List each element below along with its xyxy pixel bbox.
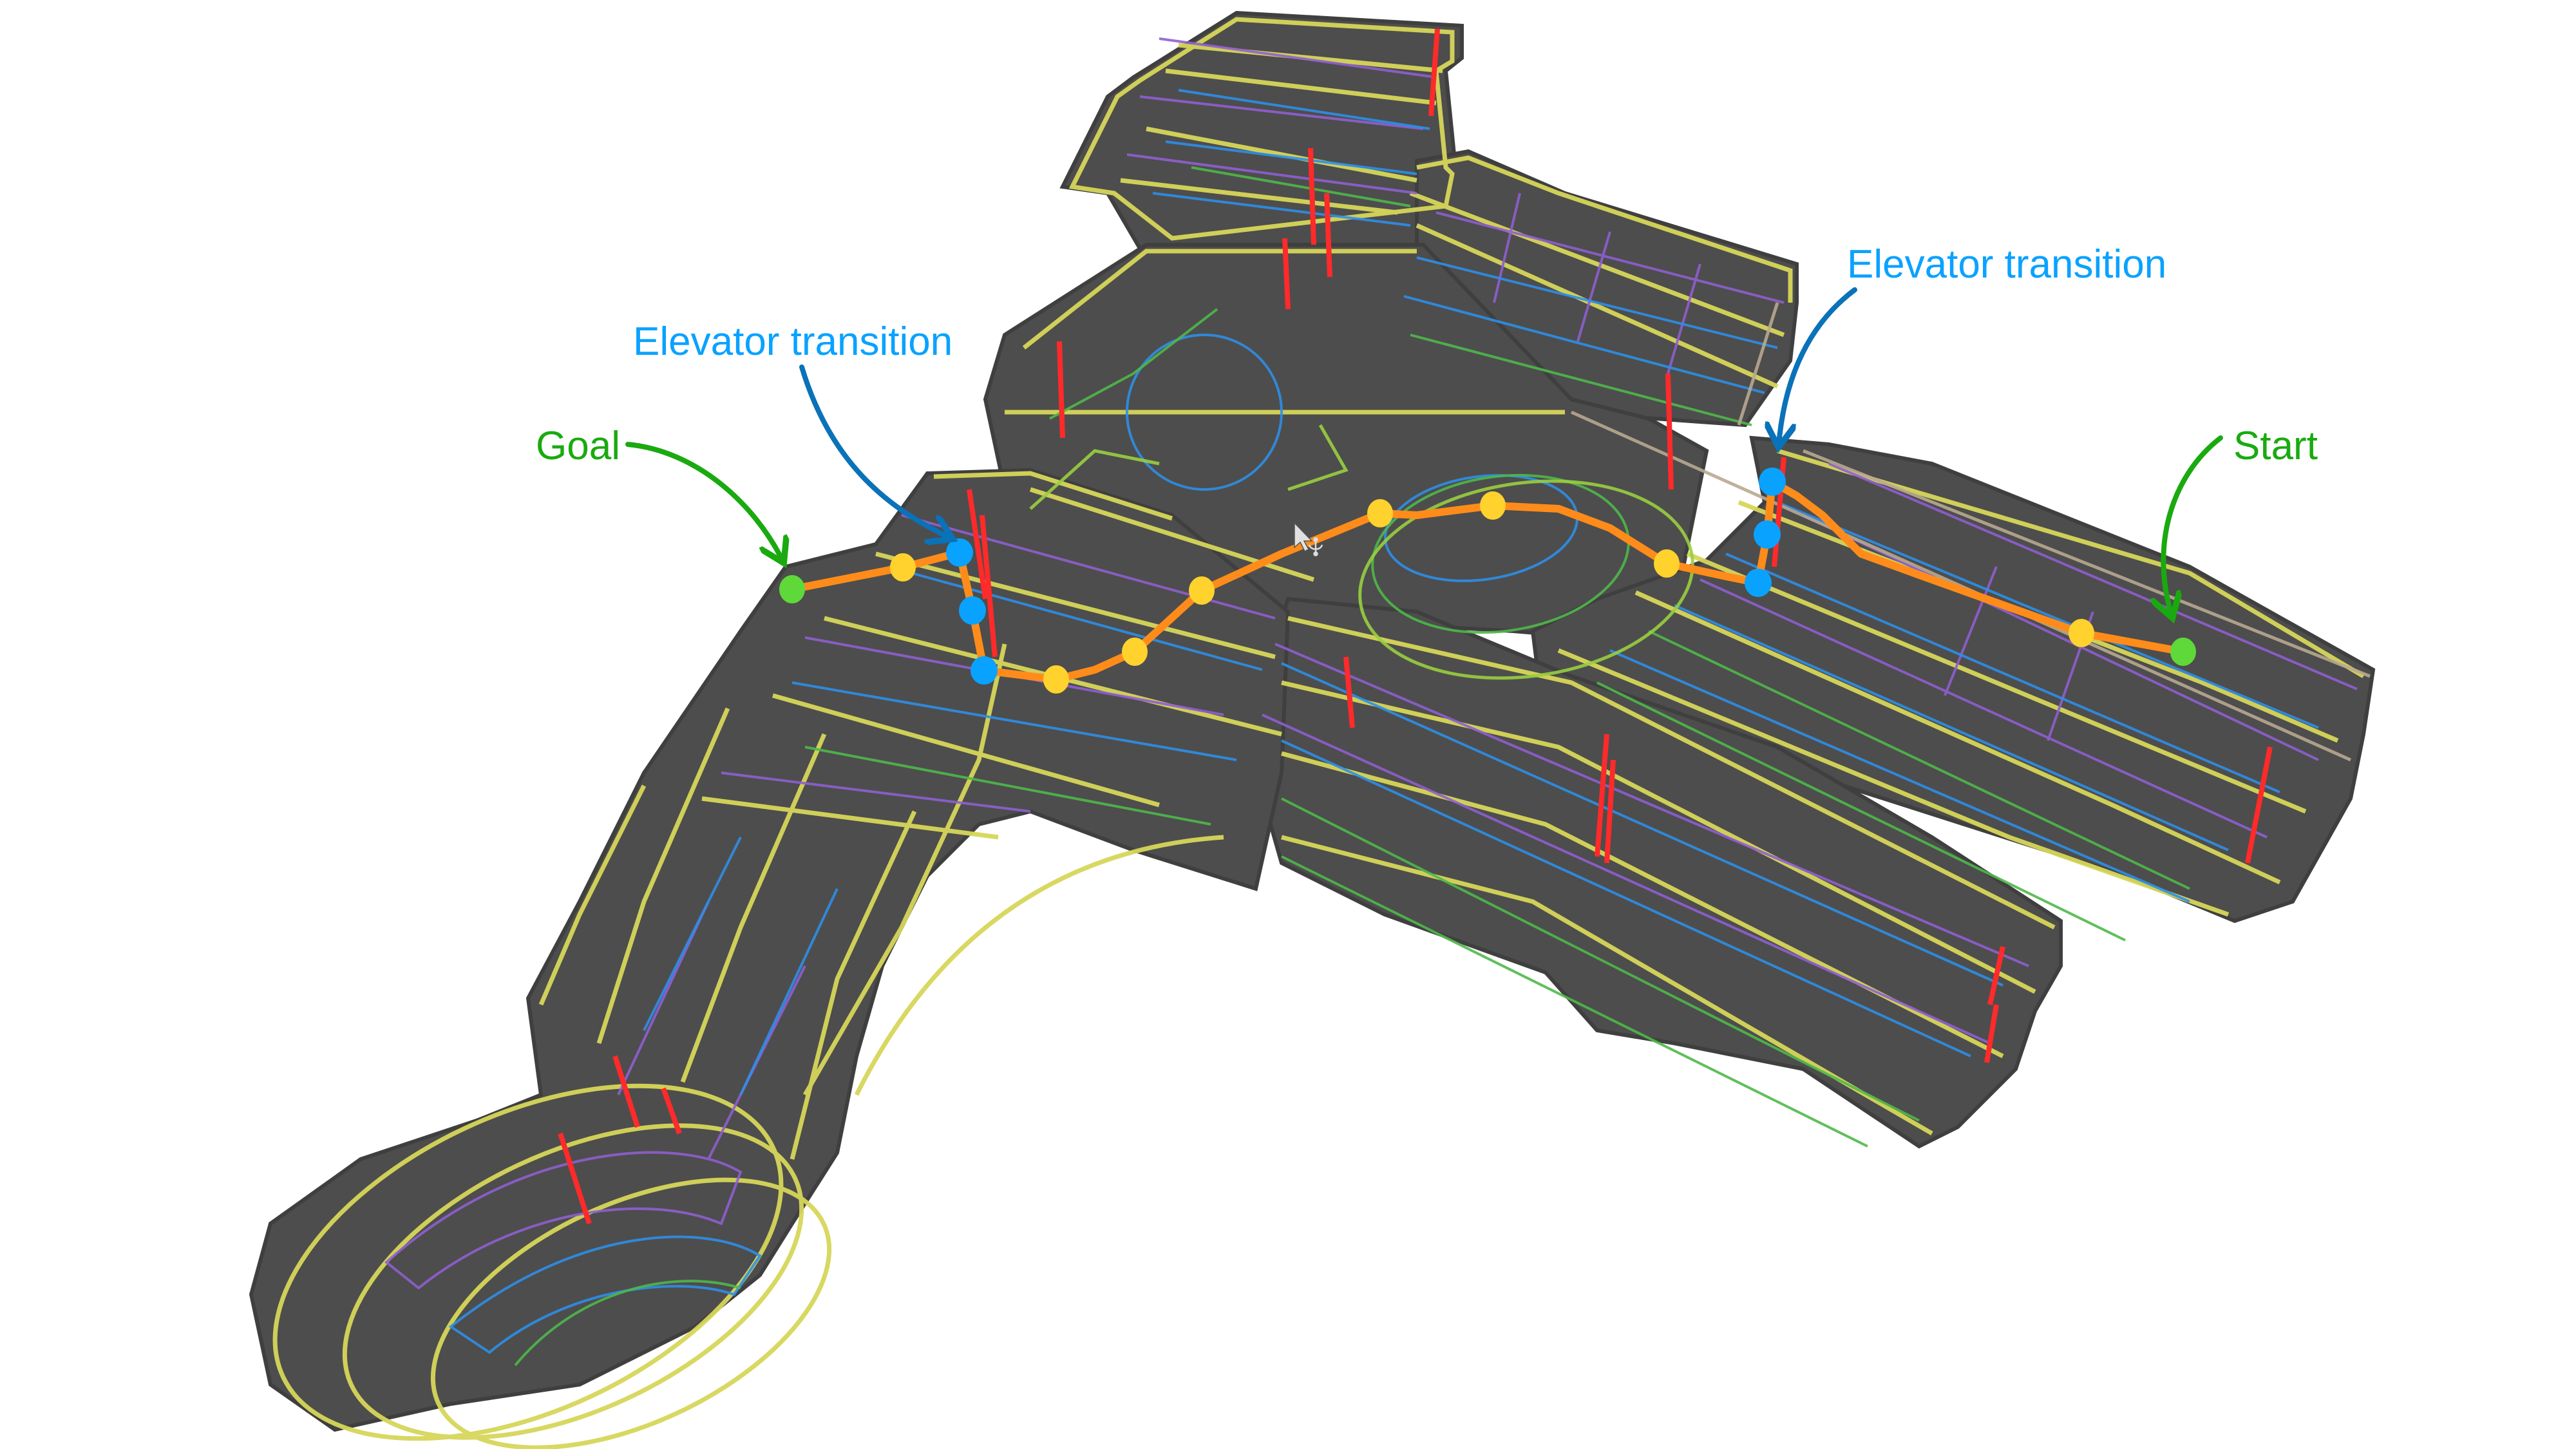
move-crosshair-icon: [1308, 537, 1323, 556]
elevator-transition-left-label: Elevator transition: [633, 319, 953, 364]
annotation-arrows: [625, 287, 2223, 615]
waypoint-node[interactable]: [2069, 619, 2094, 647]
planned-path: [779, 468, 2196, 694]
floor-lightgreen: [1029, 424, 1694, 680]
waypoint-node[interactable]: [890, 553, 916, 582]
elevator-node[interactable]: [1759, 468, 1786, 496]
waypoint-node[interactable]: [1367, 499, 1393, 527]
mouse-cursor: [1294, 522, 1323, 556]
start-node[interactable]: [2170, 638, 2196, 666]
waypoint-node[interactable]: [1043, 665, 1069, 694]
waypoint-node[interactable]: [1654, 549, 1680, 578]
vertical-transitions: [558, 28, 2273, 1225]
elevator-right-arrow: [1779, 287, 1857, 444]
southeast-wing: [1253, 596, 2063, 1149]
elevator-node[interactable]: [971, 656, 998, 685]
west-wing: [249, 468, 1291, 1432]
elevator-node[interactable]: [1745, 569, 1772, 597]
pointer-arrow-icon: [1294, 522, 1313, 553]
elevator-node[interactable]: [959, 596, 986, 625]
floor-slabs: [249, 10, 2376, 1432]
goal-label: Goal: [536, 424, 620, 468]
elevator-transition-right-label: Elevator transition: [1847, 242, 2167, 287]
waypoint-node[interactable]: [1122, 638, 1148, 666]
start-arrow: [2163, 435, 2223, 615]
goal-node[interactable]: [779, 575, 805, 603]
floor-purple: [384, 37, 2358, 1290]
waypoint-node[interactable]: [1189, 576, 1215, 605]
goal-arrow: [625, 442, 782, 560]
start-label: Start: [2233, 424, 2318, 468]
floor-green: [514, 166, 2190, 1367]
elevator-node[interactable]: [946, 538, 973, 567]
elevator-node[interactable]: [1754, 520, 1781, 549]
elevator-left-arrow: [799, 365, 950, 538]
waypoint-node[interactable]: [1480, 491, 1506, 520]
